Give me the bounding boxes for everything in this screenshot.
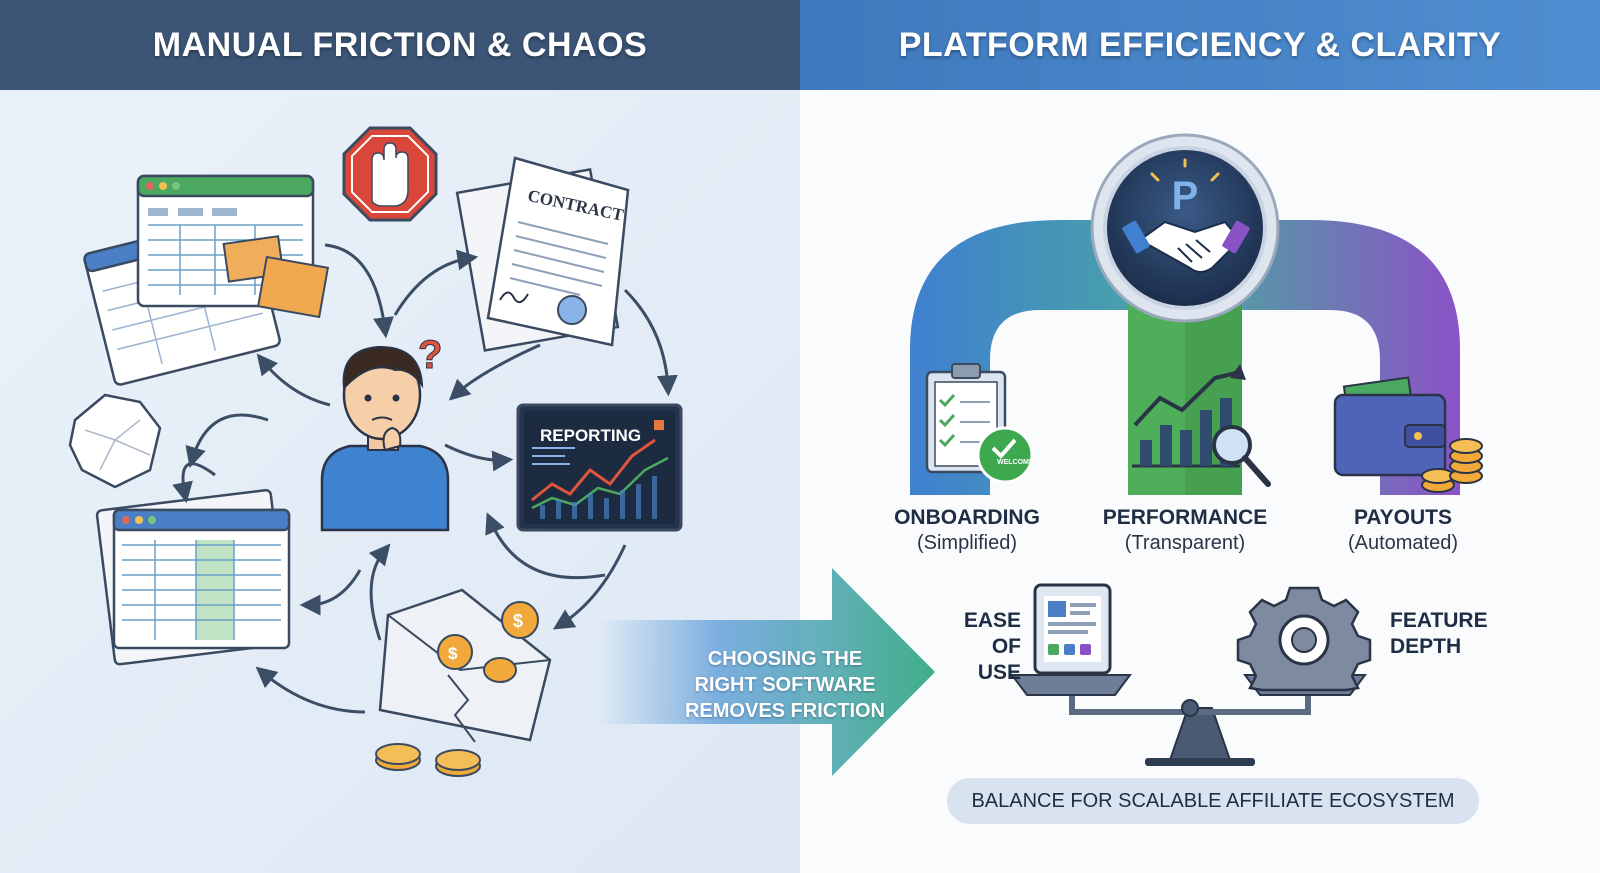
pillar-subtitle-performance: (Transparent)	[1124, 532, 1246, 554]
pillar-title-payouts: PAYOUTS	[1353, 506, 1453, 529]
ease-of-use-label: EASE OF USE	[963, 609, 1021, 684]
crumpled-paper-icon	[68, 393, 162, 489]
reporting-label: REPORTING	[540, 426, 642, 445]
transition-arrow-text: CHOOSING THE RIGHT SOFTWARE REMOVES FRIC…	[684, 648, 885, 722]
welcome-badge-text: WELCOME	[997, 459, 1034, 466]
transition-arrow	[600, 568, 935, 776]
contract-icon	[455, 156, 630, 352]
stop-hand-icon	[342, 126, 438, 222]
pillar-title-onboarding: ONBOARDING	[894, 506, 1040, 529]
confused-person-icon	[320, 345, 450, 532]
right-header: PLATFORM EFFICIENCY & CLARITY	[800, 0, 1600, 90]
question-mark-icon: ?	[418, 333, 443, 378]
clipboard-checklist-icon	[925, 363, 1034, 484]
svg-text:$: $	[448, 644, 458, 663]
chaos-arrows	[172, 243, 678, 714]
coin-icon: $ $	[375, 601, 539, 777]
svg-text:$: $	[513, 611, 523, 631]
wallet-coins-icon	[1333, 376, 1483, 493]
bar-chart-magnifier-icon	[1132, 364, 1271, 487]
hub-letter: P	[1171, 174, 1199, 218]
tablet-icon	[1033, 583, 1112, 675]
feature-depth-label: FEATURE DEPTH	[1390, 609, 1488, 658]
pillar-title-performance: PERFORMANCE	[1102, 506, 1268, 529]
spreadsheet-icon	[95, 488, 291, 666]
gear-icon	[1236, 586, 1372, 692]
pillar-subtitle-onboarding: (Simplified)	[916, 532, 1018, 554]
pillar-subtitle-payouts: (Automated)	[1347, 532, 1459, 554]
reporting-dashboard-icon	[516, 403, 683, 532]
left-header: MANUAL FRICTION & CHAOS	[0, 0, 800, 90]
balance-caption: BALANCE FOR SCALABLE AFFILIATE ECOSYSTEM	[947, 778, 1479, 824]
svg-text:?: ?	[418, 333, 442, 377]
platform-hub	[1090, 133, 1280, 323]
handshake-icon	[1122, 220, 1250, 273]
spreadsheet-icon	[83, 174, 330, 386]
